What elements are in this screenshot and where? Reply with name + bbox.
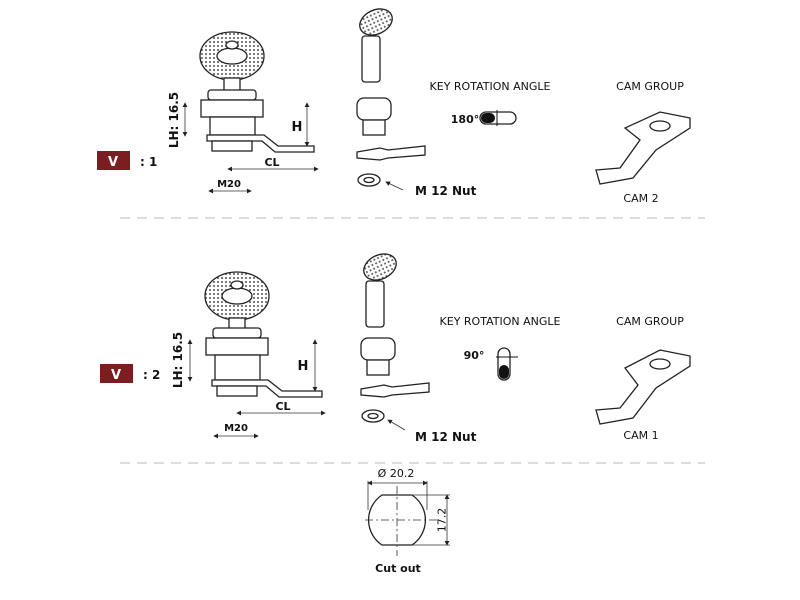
cam-name: CAM 2 [623,192,658,205]
variant-badge [97,151,130,170]
cutout-diameter-label: Ø 20.2 [378,467,415,480]
cl-dimension-label: CL [275,400,290,413]
rotation-180-icon [479,110,517,126]
variant-number: : 1 [140,155,157,169]
exploded-parts-drawing [360,253,430,423]
m20-dimension-label: M20 [217,179,241,190]
m20-dimension-label: M20 [224,423,248,434]
rotation-angle-title: KEY ROTATION ANGLE [440,315,561,328]
variant-1-section: V : 1 LH: 16.5 H CL M20 [97,8,691,205]
rotation-90-icon [496,347,518,381]
cutout-caption: Cut out [375,562,421,575]
assembled-lock-drawing [204,271,323,398]
exploded-parts-drawing [356,8,426,187]
variant-badge-label: V [108,155,118,170]
variant-badge [100,364,133,383]
lh-dimension-label: LH: 16.5 [167,92,181,148]
cam-2-drawing [595,111,691,185]
nut-label: M 12 Nut [415,184,477,198]
cam-1-drawing [595,349,691,425]
h-dimension-label: H [298,359,309,374]
h-dimension-label: H [292,120,303,135]
variant-2-section: V : 2 LH: 16.5 H CL M20 [100,253,691,444]
cutout-height-label: 17.2 [436,508,449,533]
rotation-angle-title: KEY ROTATION ANGLE [430,80,551,93]
cutout-drawing [365,480,450,556]
variant-number: : 2 [143,368,160,382]
cl-dimension-label: CL [264,156,279,169]
variant-badge-label: V [111,368,121,383]
cam-group-title: CAM GROUP [616,315,684,328]
cam-name: CAM 1 [623,429,658,442]
cam-group-title: CAM GROUP [616,80,684,93]
nut-label: M 12 Nut [415,430,477,444]
rotation-angle-value: 90° [464,349,485,362]
lh-dimension-label: LH: 16.5 [171,332,185,388]
rotation-angle-value: 180° [451,113,479,126]
assembled-lock-drawing [199,31,315,153]
